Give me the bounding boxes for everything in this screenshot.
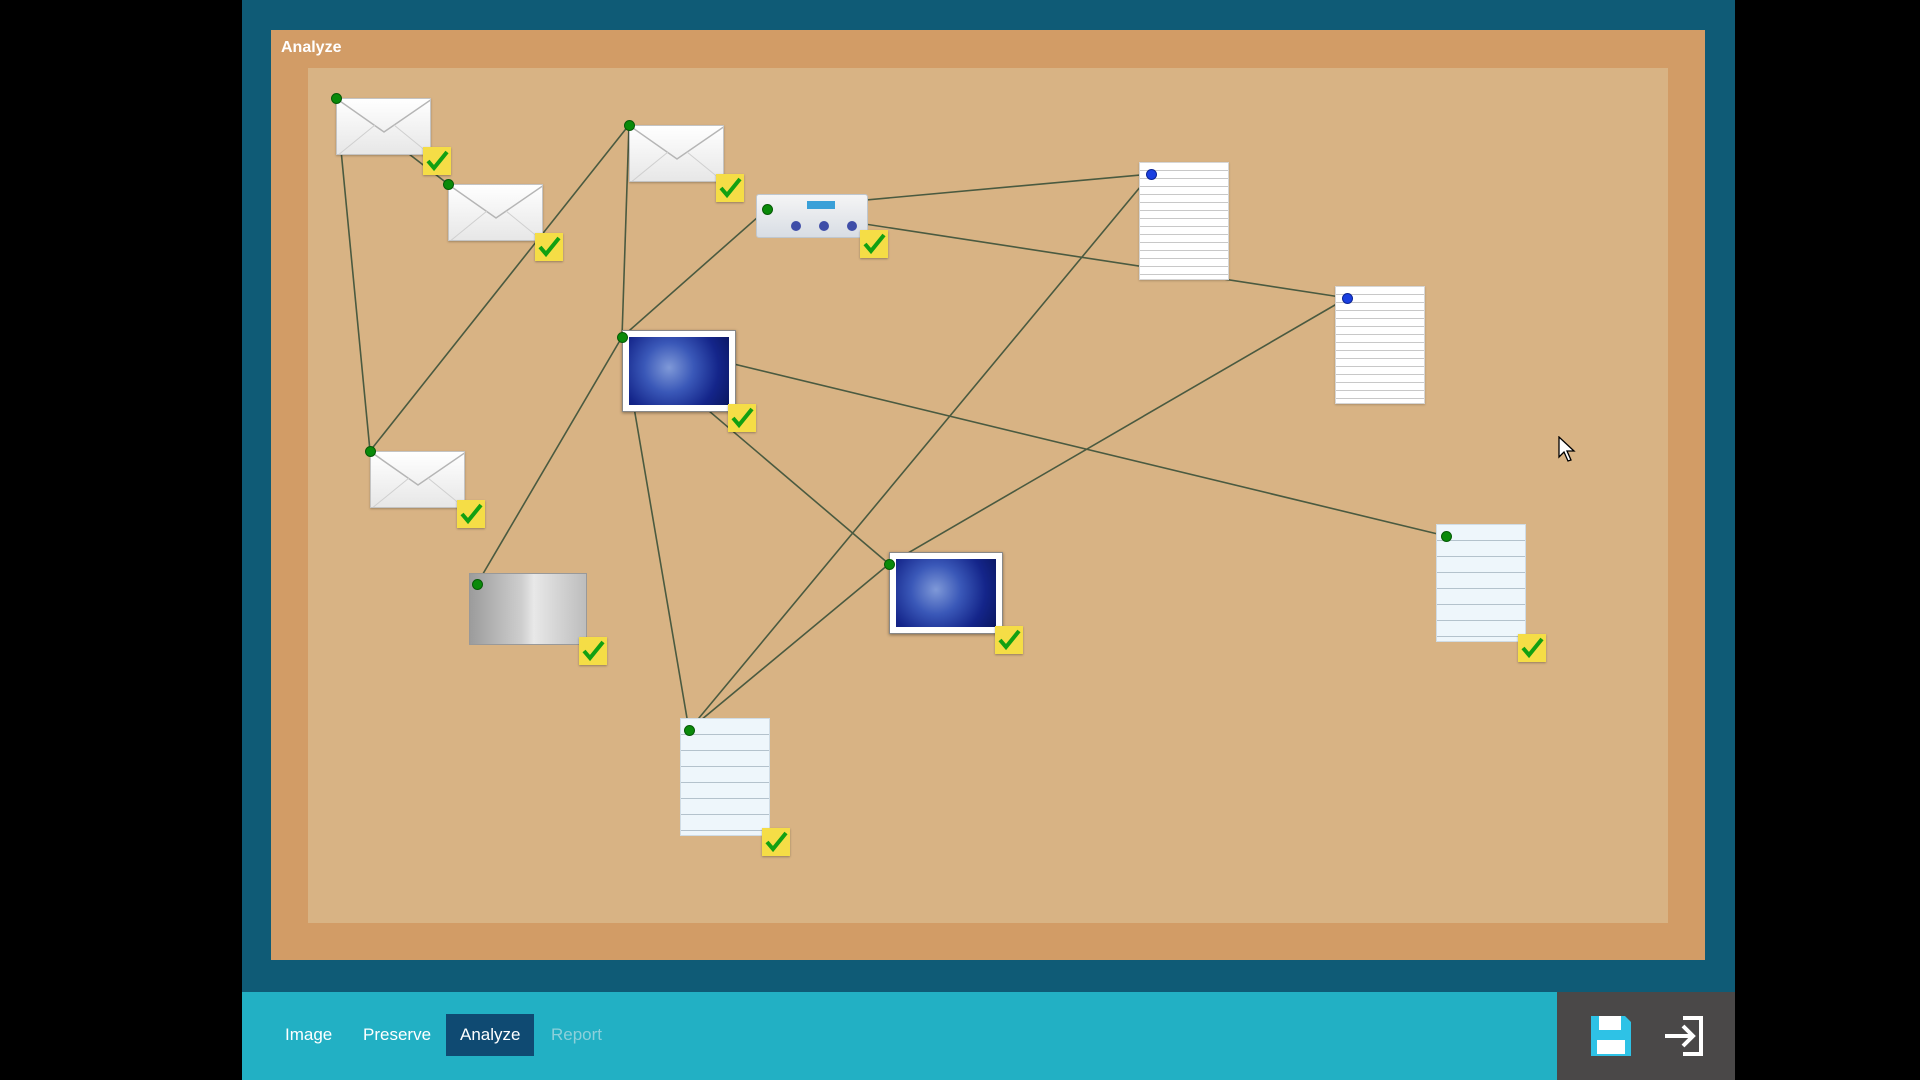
link-node[interactable]: [884, 559, 895, 570]
app-window: Analyze: [242, 0, 1735, 1080]
save-icon: [1591, 1016, 1631, 1056]
save-button[interactable]: [1587, 1012, 1635, 1060]
check-icon: [535, 233, 563, 261]
exit-arrow-icon: [1665, 1016, 1703, 1056]
action-buttons: [1557, 992, 1735, 1080]
link-node[interactable]: [1146, 169, 1157, 180]
check-icon: [728, 404, 756, 432]
analyze-panel: Analyze: [271, 30, 1705, 960]
email-item[interactable]: [448, 184, 563, 261]
link-node[interactable]: [617, 332, 628, 343]
tab-preserve[interactable]: Preserve: [363, 1025, 432, 1044]
email-item[interactable]: [336, 98, 451, 175]
evidence-board[interactable]: [308, 68, 1668, 923]
photo-item[interactable]: [889, 552, 1023, 654]
document-item[interactable]: [1335, 286, 1425, 404]
device-item[interactable]: [756, 194, 888, 258]
email-item[interactable]: [370, 451, 485, 528]
check-icon: [579, 637, 607, 665]
link-node[interactable]: [1441, 531, 1452, 542]
check-icon: [762, 828, 790, 856]
check-icon: [423, 147, 451, 175]
link-node[interactable]: [1342, 293, 1353, 304]
check-icon: [1518, 634, 1546, 662]
link-node[interactable]: [365, 446, 376, 457]
exit-button[interactable]: [1661, 1012, 1709, 1060]
link-node[interactable]: [684, 725, 695, 736]
check-icon: [995, 626, 1023, 654]
check-icon: [457, 500, 485, 528]
link-node[interactable]: [472, 579, 483, 590]
book-scan-item[interactable]: [469, 573, 607, 665]
mouse-cursor-icon: [1558, 436, 1576, 462]
document-item[interactable]: [1139, 162, 1229, 280]
link-node[interactable]: [624, 120, 635, 131]
bottom-nav-bar: Image Preserve Analyze Report: [242, 992, 1557, 1080]
email-item[interactable]: [629, 125, 744, 202]
check-icon: [860, 230, 888, 258]
check-icon: [716, 174, 744, 202]
handwritten-note-item[interactable]: [1436, 524, 1546, 662]
link-node[interactable]: [331, 93, 342, 104]
tab-report: Report: [551, 1025, 603, 1044]
link-node[interactable]: [443, 179, 454, 190]
panel-title: Analyze: [281, 39, 342, 56]
tab-image[interactable]: Image: [285, 1025, 333, 1044]
handwritten-note-item[interactable]: [680, 718, 790, 856]
link-node[interactable]: [762, 204, 773, 215]
tab-analyze[interactable]: Analyze: [446, 1014, 535, 1056]
photo-item[interactable]: [622, 330, 756, 432]
